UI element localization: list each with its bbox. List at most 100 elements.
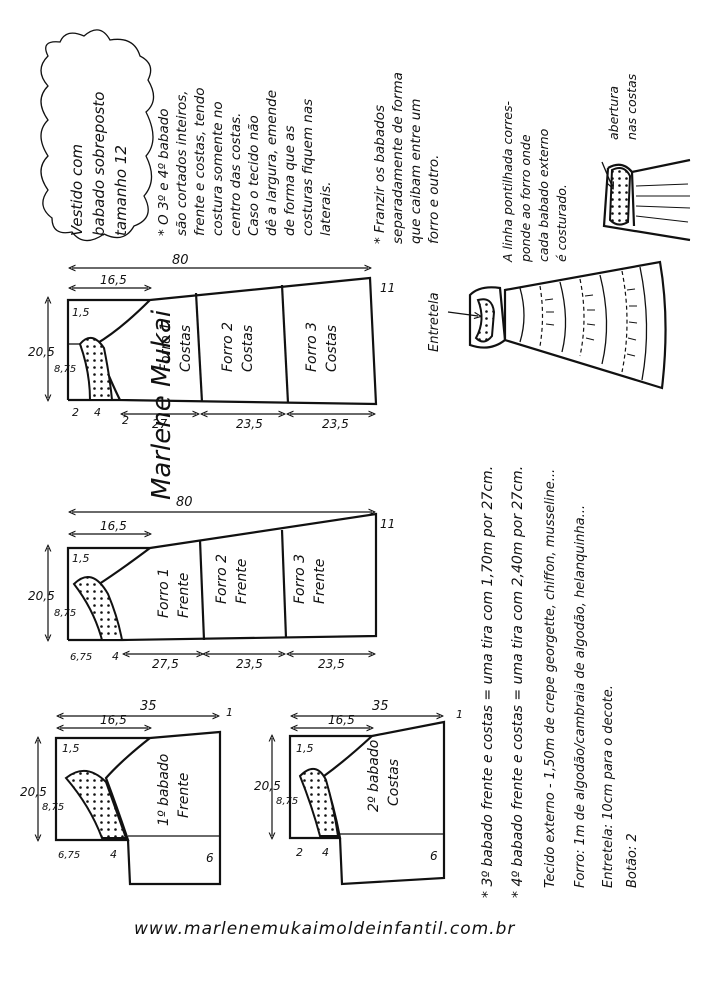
gather-note-line: forro e outro. (426, 155, 442, 244)
dim-label: 8,75 (54, 364, 76, 375)
abertura-label: abertura (606, 86, 621, 140)
dim-label: 80 (172, 253, 189, 268)
dim-label: 4 (94, 406, 101, 419)
materials-line: Botão: 2 (625, 833, 640, 888)
back-closeup-collar (608, 167, 632, 226)
note-line: * O 3º e 4º babado (156, 108, 172, 236)
dim-label: 11 (380, 281, 395, 295)
dress-collar (474, 298, 496, 343)
dim-label: 4 (110, 848, 117, 861)
dim-label: 8,75 (42, 802, 64, 813)
ruffle-back-piece: 2º babado Costas 35 16,5 1,5 20,5 8,75 2… (254, 699, 463, 886)
back-lining-piece: Forro 1 Costas Forro 2 Costas Forro 3 Co… (28, 253, 395, 431)
ruffle-front-label: 1º babado (156, 754, 172, 826)
ruffle-front-outline (54, 730, 222, 886)
front-lining-divider (198, 539, 206, 641)
front-lining-piece: Forro 1 Frente Forro 2 Frente Forro 3 Fr… (28, 495, 395, 671)
dim-label: 1,5 (72, 306, 90, 319)
dashed-note-line: A linha pontilhada corres- (500, 101, 515, 263)
dim-label: 20,5 (28, 345, 55, 359)
back-lining-divider (194, 292, 204, 403)
back-lining-label: Costas (178, 325, 194, 372)
dim-label: 23,5 (236, 657, 263, 671)
front-lining-collar (72, 575, 124, 641)
dim-label: 80 (176, 495, 193, 510)
signature: Marlene Mukai (147, 309, 177, 500)
front-lining-divider (280, 529, 288, 639)
ruffle-front-label: Frente (176, 773, 192, 818)
dim-label: 2 (296, 846, 303, 859)
dashed-note-line: ponde ao forro onde (518, 134, 533, 263)
dress-ruffle-line (599, 274, 608, 365)
title-cloud-outline (40, 29, 155, 242)
front-lining-label: Forro 3 (292, 554, 308, 604)
materials-line: * 4º babado frente e costas = uma tira c… (510, 466, 526, 898)
note-line: costuras fiquem nas (300, 99, 316, 236)
note-line: de forma que as (282, 126, 298, 236)
dim-label: 2 (72, 406, 79, 419)
ruffle-back-label: Costas (386, 759, 402, 806)
back-lining-label: Costas (324, 325, 340, 372)
dim-label: 23,5 (236, 417, 263, 431)
dress-sketch: Entretela A linha pontilhada corres- pon… (427, 73, 691, 390)
front-lining-label: Forro 2 (214, 554, 230, 604)
dim-label: 20,5 (28, 589, 55, 603)
cutting-notes: * O 3º e 4º babado são cortados inteiros… (156, 87, 334, 236)
dim-label: 20,5 (254, 779, 281, 793)
entretela-arrow (447, 311, 478, 316)
dim-label: 16,5 (100, 273, 127, 287)
dim-label: 8,75 (54, 608, 76, 619)
dim-label: 35 (140, 699, 157, 714)
dim-label: 1,5 (72, 552, 90, 565)
back-lining-collar (78, 337, 114, 401)
back-closeup-bodice (602, 158, 691, 242)
abertura-arrow (601, 161, 612, 186)
materials-list: * 3º babado frente e costas = uma tira c… (480, 466, 640, 898)
dim-label: 27 (152, 417, 168, 431)
ruffle-back-collar (298, 768, 340, 837)
note-line: costura somente no (210, 101, 226, 236)
dim-label: 6 (206, 851, 214, 865)
back-lining-label: Forro 1 (158, 322, 174, 372)
website-url: www.marlenemukaimoldeinfantil.com.br (134, 919, 515, 939)
abertura-label: nas costas (624, 73, 639, 140)
dim-label: 35 (372, 699, 389, 714)
title-line-2: babado sobreposto (90, 92, 108, 236)
back-lining-label: Costas (240, 325, 256, 372)
dim-label: 1 (226, 706, 233, 719)
back-lining-label: Forro 3 (304, 322, 320, 372)
dress-gathers (544, 288, 638, 357)
gather-notes: * Franzir os babados separadamente de fo… (372, 72, 442, 244)
dim-label: 6,75 (58, 850, 80, 861)
note-line: frente e costas, tendo (192, 87, 208, 236)
dress-ruffle-line (519, 287, 525, 343)
note-line: centro das costas. (228, 113, 244, 236)
ruffle-front-piece: 1º babado Frente 35 16,5 1,5 20,5 8,75 6… (20, 699, 233, 886)
dim-label: 1 (456, 708, 463, 721)
title-box: Vestido com babado sobreposto tamanho 12 (40, 29, 155, 242)
dim-label: 1,5 (296, 742, 314, 755)
front-lining-label: Frente (234, 559, 250, 604)
dim-label: 1,5 (62, 742, 80, 755)
ruffle-front-collar (64, 770, 128, 839)
materials-line: Forro: 1m de algodão/cambraia de algodão… (573, 505, 588, 888)
dress-ruffle-line (559, 281, 567, 353)
dim-label: 16,5 (100, 519, 127, 533)
front-lining-label: Forro 1 (156, 568, 172, 618)
materials-line: Tecido externo - 1,50m de crepe georgett… (543, 469, 558, 888)
materials-line: * 3º babado frente e costas = uma tira c… (480, 466, 496, 898)
title-line-1: Vestido com (68, 144, 86, 236)
note-line: laterais. (318, 181, 334, 236)
dim-label: 23,5 (322, 417, 349, 431)
title-line-3: tamanho 12 (112, 145, 130, 236)
materials-line: Entretela: 10cm para o decote. (601, 685, 616, 888)
gather-note-line: que caibam entre um (408, 99, 424, 244)
dim-label: 6 (430, 849, 438, 863)
dim-label: 4 (322, 846, 329, 859)
front-lining-label: Frente (176, 573, 192, 618)
dim-label: 27,5 (152, 657, 179, 671)
gather-note-line: * Franzir os babados (372, 105, 388, 244)
dress-tier-line (579, 278, 585, 357)
dim-label: 2 (122, 414, 129, 427)
